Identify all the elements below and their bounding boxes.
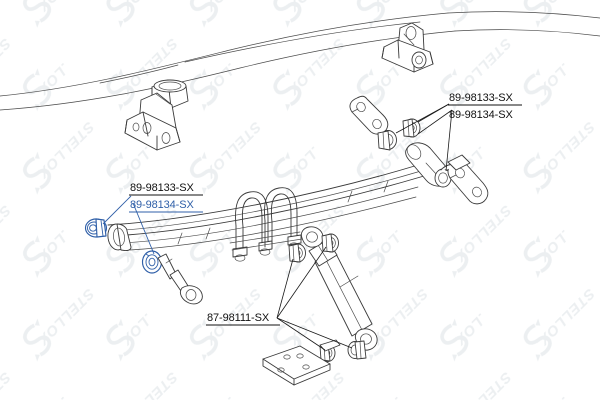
spring-eye-bushing-lower — [141, 250, 163, 274]
shock-bushing-top-left — [288, 243, 306, 263]
shock-absorber — [300, 226, 378, 351]
rear-spring-hanger-bracket — [381, 22, 434, 73]
spring-eye-bushing-left — [84, 218, 108, 238]
part-label-89-98134-sx-right: 89-98134-SX — [449, 109, 513, 121]
part-label-89-98134-sx-left: 89-98134-SX — [130, 199, 194, 211]
shackle-bushing-lower — [377, 130, 397, 151]
part-label-89-98133-sx-right: 89-98133-SX — [449, 92, 513, 104]
shackle-link — [434, 154, 489, 205]
shock-mounting-plate — [262, 339, 341, 386]
shock-bushing-bottom-right — [347, 340, 367, 360]
part-label-89-98133-sx-left: 89-98133-SX — [130, 182, 194, 194]
part-label-87-98111-sx: 87-98111-SX — [207, 312, 270, 324]
front-spring-hanger-bracket — [124, 79, 189, 151]
shackle-plate — [349, 95, 389, 135]
spring-pin-bolt — [157, 253, 203, 305]
u-bolt-clamp-front — [232, 191, 273, 262]
